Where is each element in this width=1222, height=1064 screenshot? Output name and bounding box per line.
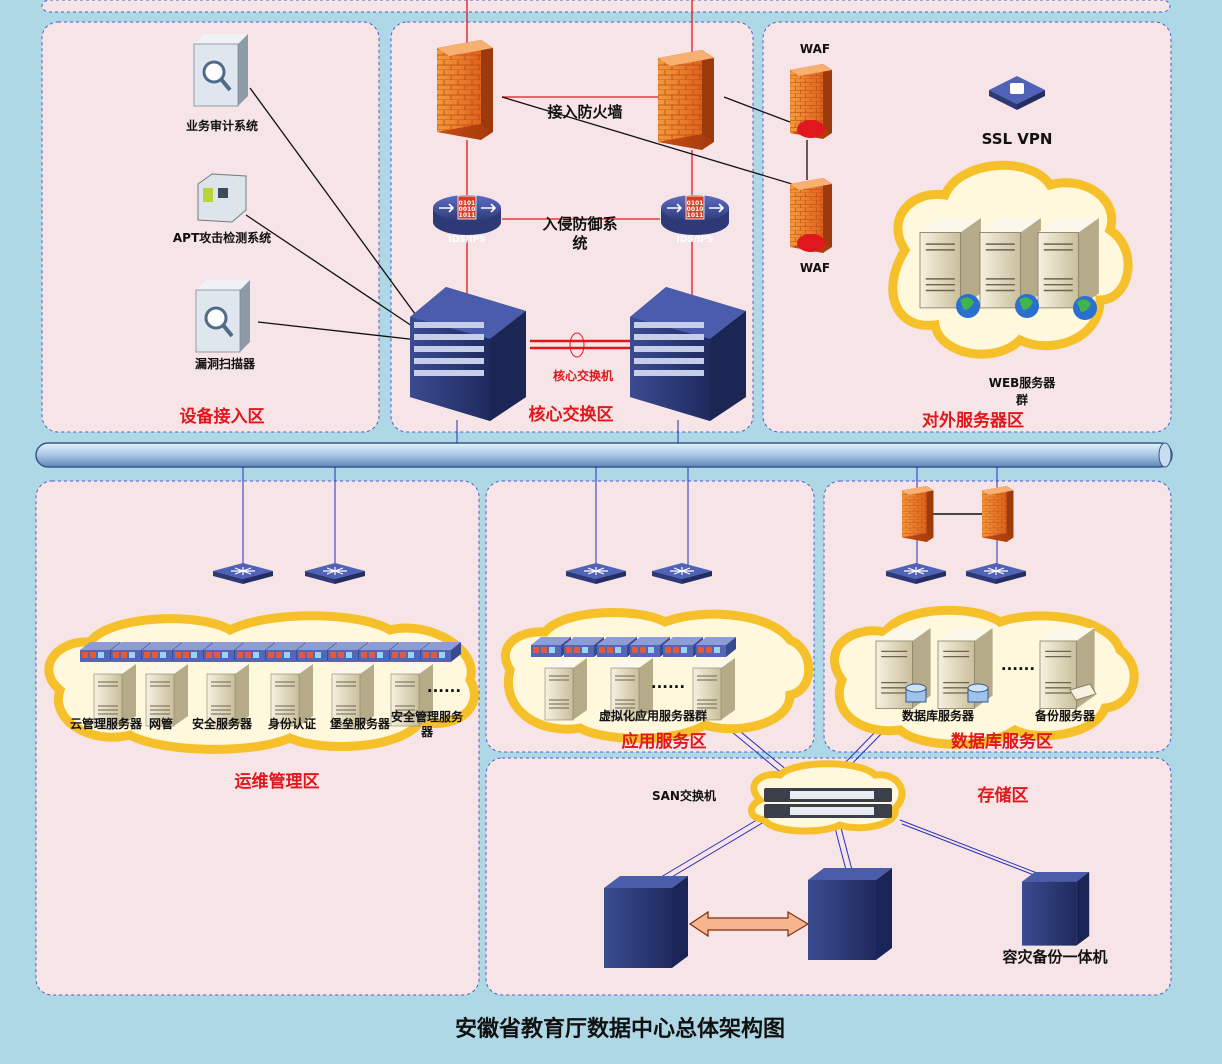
backup-server-label: 备份服务器 — [1034, 708, 1096, 723]
ips-label-line2: 统 — [572, 234, 587, 252]
dr-backup-label: 容灾备份一体机 — [1001, 948, 1107, 966]
diagram-title: 安徽省教育厅数据中心总体架构图 — [455, 1016, 785, 1042]
core-switch-left-icon — [410, 287, 526, 421]
app-ellipsis: ...... — [651, 674, 685, 692]
waf-top-icon — [790, 64, 832, 139]
zone-label-core-switch: 核心交换区 — [529, 404, 614, 425]
apt-detector-icon — [197, 173, 247, 223]
storage-array-1 — [604, 876, 688, 968]
access-firewall-label: 接入防火墙 — [547, 103, 622, 121]
zone-label-db-service: 数据库服务区 — [951, 731, 1053, 752]
ops-ellipsis: ...... — [427, 678, 461, 696]
ssl-vpn-label: SSL VPN — [982, 130, 1053, 148]
ips-label-line1: 入侵防御系 — [542, 215, 617, 233]
backbone-bus-end — [1158, 442, 1172, 468]
ips-left-icon: IDS/IPS 0101 0010 1011 — [432, 194, 502, 245]
san-switch-label: SAN交换机 — [652, 788, 716, 803]
access-firewall-right — [658, 50, 714, 150]
web-server-2 — [979, 217, 1042, 309]
storage-array-2 — [808, 868, 892, 960]
backbone-bus — [35, 442, 1173, 468]
apt-detector-label: APT攻击检测系统 — [173, 230, 271, 245]
storage-sync-arrow — [688, 910, 810, 938]
access-firewall-left — [437, 40, 493, 140]
ips-left-bits-2: 0010 — [459, 206, 476, 213]
core-red-links — [466, 0, 693, 350]
top-zone-strip — [41, 0, 1171, 13]
ops-server-label-5: 堡垒服务器 — [330, 716, 391, 731]
zone-label-device-access: 设备接入区 — [180, 406, 265, 427]
waf-top-label: WAF — [800, 42, 830, 56]
app-rack-row — [531, 637, 736, 657]
ips-right-bits-2: 0010 — [687, 206, 704, 213]
audit-system-label: 业务审计系统 — [186, 118, 258, 133]
db-firewall-left-icon — [902, 486, 934, 542]
db-server-label: 数据库服务器 — [902, 708, 975, 723]
globe-icons — [956, 294, 1097, 320]
vuln-scanner-icon — [194, 278, 252, 354]
zone-label-external-server: 对外服务器区 — [922, 410, 1024, 431]
web-server-label-line2: 群 — [1015, 392, 1028, 407]
ips-right-icon: IDS/IPS 0101 0010 1011 — [660, 194, 730, 245]
ips-left-bits-3: 1011 — [459, 212, 476, 219]
zone-device-access — [41, 21, 380, 433]
ops-rack-row — [80, 642, 461, 662]
ssl-vpn-icon — [989, 76, 1045, 110]
web-server-3 — [1037, 217, 1100, 309]
ips-right-bits-3: 1011 — [687, 212, 704, 219]
db-cylinder-icons — [905, 683, 1097, 703]
ips-left-tag: IDS/IPS — [448, 235, 485, 245]
core-switch-port-rows — [414, 322, 704, 376]
zone-label-storage: 存储区 — [978, 785, 1029, 806]
vuln-scanner-label: 漏洞扫描器 — [195, 356, 256, 371]
black-links — [245, 87, 813, 341]
san-switch-icon — [764, 788, 892, 818]
ops-server-label-3: 安全服务器 — [192, 716, 253, 731]
virt-app-label: 虚拟化应用服务器群 — [599, 708, 707, 723]
core-switch-label: 核心交换机 — [553, 368, 613, 383]
db-firewall-right-icon — [982, 486, 1014, 542]
ops-server-label-4: 身份认证 — [268, 716, 316, 731]
zone-label-ops-mgmt: 运维管理区 — [235, 771, 320, 792]
core-link-bundle-marker — [569, 332, 585, 358]
ips-left-bits-1: 0101 — [459, 200, 476, 207]
app-server-1 — [544, 657, 588, 721]
dr-backup-icon — [1022, 872, 1090, 946]
waf-bottom-label: WAF — [800, 261, 830, 275]
sec-mgmt-label-line2: 器 — [420, 725, 434, 739]
audit-system-icon — [192, 32, 250, 108]
waf-bottom-icon — [790, 178, 832, 253]
db-ellipsis: ...... — [1001, 656, 1035, 674]
ops-server-label-2: 网管 — [149, 716, 173, 731]
web-server-label-line1: WEB服务器 — [989, 375, 1057, 390]
core-switch-right-icon — [630, 287, 746, 421]
ops-server-label-1: 云管理服务器 — [70, 716, 143, 731]
sec-mgmt-label-line1: 安全管理服务 — [391, 709, 464, 724]
ips-right-bits-1: 0101 — [687, 200, 704, 207]
ips-right-tag: IDS/IPS — [676, 235, 713, 245]
web-server-1 — [919, 217, 982, 309]
zone-label-app-service: 应用服务区 — [622, 731, 707, 752]
